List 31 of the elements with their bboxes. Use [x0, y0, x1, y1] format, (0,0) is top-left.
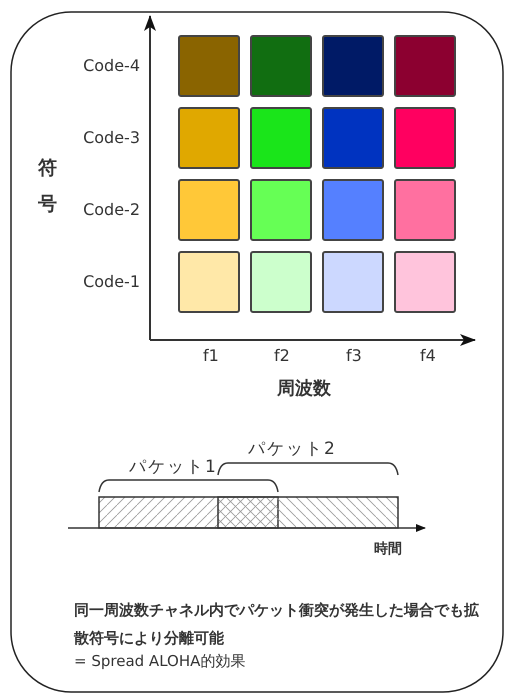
grid-square	[394, 107, 456, 169]
grid-square	[178, 35, 240, 97]
grid-square	[322, 107, 384, 169]
axis-tick-label: f4	[420, 346, 436, 365]
axis-tick-label: f1	[203, 346, 219, 365]
note-text: 同一周波数チャネル内でパケット衝突が発生した場合でも拡散符号により分離可能	[74, 600, 480, 649]
axis-tick-label: Code-4	[83, 56, 140, 75]
grid-square	[250, 35, 312, 97]
grid-square	[394, 179, 456, 241]
packet-label: パケット2	[248, 438, 337, 460]
axis-tick-label: Code-1	[83, 272, 140, 291]
grid-square	[322, 251, 384, 313]
packet-label: パケット1	[129, 456, 218, 478]
grid-square	[322, 179, 384, 241]
grid-square	[250, 251, 312, 313]
grid-square	[394, 251, 456, 313]
axis-tick-label: Code-3	[83, 128, 140, 147]
grid-square	[178, 251, 240, 313]
axis-title: 時間	[374, 540, 402, 558]
grid-square	[178, 107, 240, 169]
grid-square	[394, 35, 456, 97]
grid-square	[178, 179, 240, 241]
grid-square	[250, 107, 312, 169]
axis-tick-label: f3	[346, 346, 362, 365]
axis-title: 符号	[38, 156, 58, 217]
axis-tick-label: f2	[274, 346, 290, 365]
grid-square	[250, 179, 312, 241]
note-text: = Spread ALOHA的効果	[74, 652, 246, 671]
axis-tick-label: Code-2	[83, 200, 140, 219]
axis-title: 周波数	[277, 377, 331, 400]
grid-square	[322, 35, 384, 97]
